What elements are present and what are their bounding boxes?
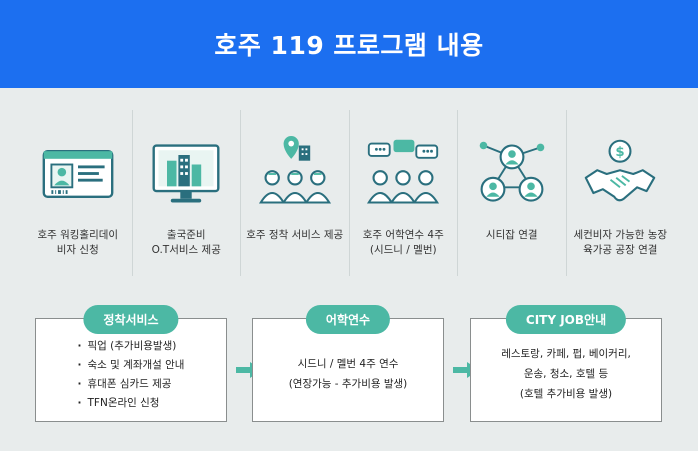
list-item: 픽업 (추가비용발생) xyxy=(78,337,185,356)
list-item: TFN온라인 신청 xyxy=(78,394,185,413)
header-banner: 호주 119 프로그램 내용 xyxy=(0,0,698,88)
svg-text:$: $ xyxy=(616,145,625,160)
city-job-pill: CITY JOB안내 xyxy=(505,305,627,334)
handshake-dollar-icon: $ xyxy=(580,134,660,214)
icon-item-cityjob: 시티잡 연결 xyxy=(457,110,566,276)
chat-people-icon xyxy=(363,134,443,214)
icon-item-language: 호주 어학연수 4주 (시드니 / 멜번) xyxy=(348,110,458,276)
icon-caption: 호주 워킹홀리데이 비자 신청 xyxy=(37,229,119,256)
id-card-icon xyxy=(38,134,118,214)
network-people-icon xyxy=(472,134,552,214)
list-item: 휴대폰 심카드 제공 xyxy=(78,375,185,394)
language-course-box: 어학연수 시드니 / 멜번 4주 연수 (연장가능 - 추가비용 발생) xyxy=(252,305,444,422)
icon-caption: 출국준비 O.T서비스 제공 xyxy=(151,229,221,256)
icon-item-visa: 호주 워킹홀리데이 비자 신청 xyxy=(24,110,132,276)
icon-caption: 호주 정착 서비스 제공 xyxy=(246,229,344,241)
page-title: 호주 119 프로그램 내용 xyxy=(214,31,484,60)
icon-caption: 세컨비자 가능한 농장 육가공 공장 연결 xyxy=(573,229,668,256)
monitor-buildings-icon xyxy=(146,134,226,214)
settlement-service-pill: 정착서비스 xyxy=(83,305,179,334)
language-course-text: 시드니 / 멜번 4주 연수 (연장가능 - 추가비용 발생) xyxy=(288,358,408,390)
city-job-text: 레스토랑, 카페, 펍, 베이커리, 운송, 청소, 호텔 등 (호텔 추가비용… xyxy=(501,348,631,400)
icons-row: 호주 워킹홀리데이 비자 신청 출국준비 O.T서비스 제공 xyxy=(24,110,674,276)
icon-item-farm: $ 세컨비자 가능한 농장 육가공 공장 연결 xyxy=(565,110,675,276)
icon-item-settlement: 호주 정착 서비스 제공 xyxy=(240,110,349,276)
list-item: 숙소 및 계좌개설 안내 xyxy=(78,356,185,375)
icon-caption: 시티잡 연결 xyxy=(485,229,538,241)
city-job-box: CITY JOB안내 레스토랑, 카페, 펍, 베이커리, 운송, 청소, 호텔… xyxy=(470,305,662,422)
language-course-pill: 어학연수 xyxy=(305,305,391,334)
settlement-service-box: 정착서비스 픽업 (추가비용발생) 숙소 및 계좌개설 안내 휴대폰 심카드 제… xyxy=(35,305,227,422)
location-people-icon xyxy=(255,134,335,214)
icon-caption: 호주 어학연수 4주 (시드니 / 멜번) xyxy=(362,229,444,256)
icon-item-orientation: 출국준비 O.T서비스 제공 xyxy=(131,110,241,276)
settlement-service-list: 픽업 (추가비용발생) 숙소 및 계좌개설 안내 휴대폰 심카드 제공 TFN온… xyxy=(78,337,185,413)
